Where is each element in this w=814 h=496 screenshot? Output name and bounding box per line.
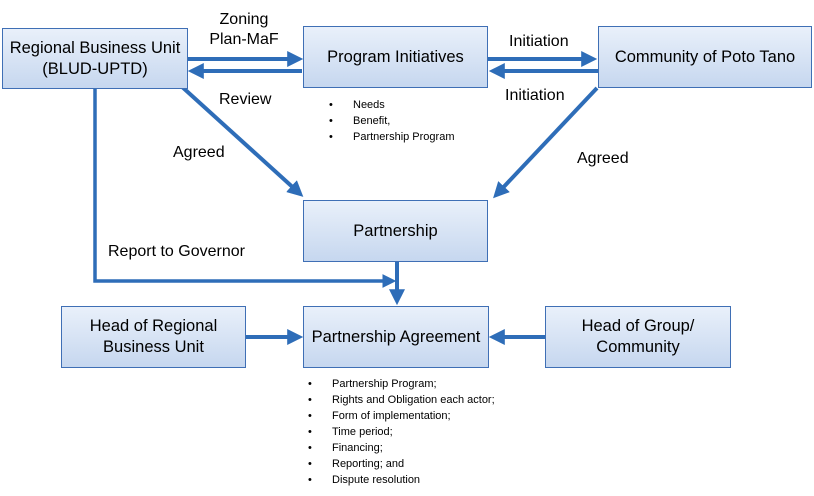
arrow-community-to-partnership: [493, 86, 599, 199]
initiation-top-label: Initiation: [509, 33, 569, 50]
list-item: Partnership Program: [327, 129, 455, 145]
list-item: Benefit,: [327, 113, 455, 129]
list-item: Financing;: [306, 440, 495, 456]
arrow-report-to-governor: [93, 88, 397, 288]
list-item: Time period;: [306, 424, 495, 440]
list-item: Needs: [327, 97, 455, 113]
list-item: Rights and Obligation each actor;: [306, 392, 495, 408]
partnership-box: Partnership: [303, 200, 488, 262]
head-group-text: Head of Group/ Community: [581, 317, 695, 356]
list-item: Reporting; and: [306, 456, 495, 472]
program-initiatives-box: Program Initiatives: [303, 26, 488, 88]
partnership-agreement-text: Partnership Agreement: [311, 327, 481, 346]
community-text: Community of Poto Tano: [614, 47, 796, 66]
initiative-points-list: Needs Benefit, Partnership Program: [327, 97, 455, 145]
list-item: Form of implementation;: [306, 408, 495, 424]
agreement-points-list: Partnership Program; Rights and Obligati…: [306, 376, 495, 488]
partnership-text: Partnership: [353, 221, 438, 240]
community-box: Community of Poto Tano: [598, 26, 812, 88]
head-regional-box: Head of Regional Business Unit: [61, 306, 246, 368]
head-regional-text: Head of Regional Business Unit: [89, 317, 218, 356]
program-initiatives-text: Program Initiatives: [327, 47, 464, 66]
head-group-box: Head of Group/ Community: [545, 306, 731, 368]
list-item: Dispute resolution: [306, 472, 495, 488]
report-to-governor-label: Report to Governor: [108, 243, 245, 260]
agreed-left-label: Agreed: [173, 144, 225, 161]
zoning-plan-label: Zoning Plan-MaF: [209, 11, 279, 48]
initiation-bottom-label: Initiation: [505, 87, 565, 104]
review-label: Review: [219, 91, 272, 108]
arrow-regional-to-partnership: [178, 83, 304, 197]
partnership-agreement-box: Partnership Agreement: [303, 306, 489, 368]
regional-business-unit-box: Regional Business Unit (BLUD-UPTD): [2, 28, 188, 89]
regional-business-unit-text: Regional Business Unit (BLUD-UPTD): [9, 38, 181, 78]
agreed-right-label: Agreed: [577, 150, 629, 167]
list-item: Partnership Program;: [306, 376, 495, 392]
